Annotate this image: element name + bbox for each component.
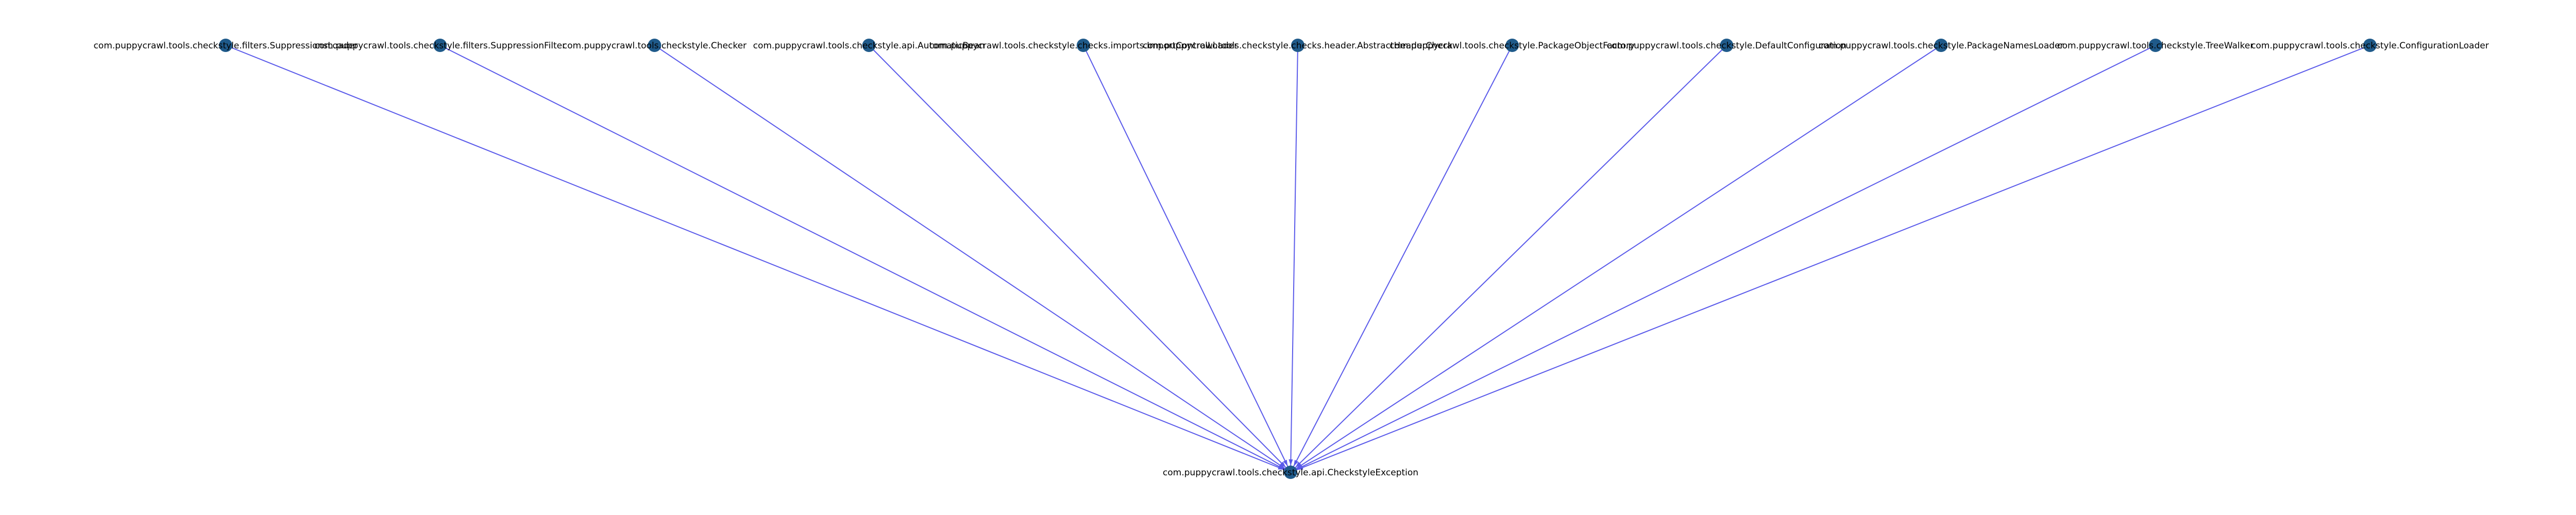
- source-node-n7[interactable]: [1505, 39, 1519, 52]
- edge-n11-to-n_target: [1290, 45, 2370, 473]
- source-node-label-n1: com.puppycrawl.tools.checkstyle.filters.…: [94, 41, 358, 51]
- edge-n9-to-n_target: [1290, 45, 1942, 473]
- source-node-label-n5: com.puppycrawl.tools.checkstyle.checks.i…: [929, 41, 1238, 51]
- source-node-n11[interactable]: [2363, 39, 2377, 52]
- source-node-label-n6: com.puppycrawl.tools.checkstyle.checks.h…: [1143, 41, 1453, 51]
- source-node-label-n9: com.puppycrawl.tools.checkstyle.PackageN…: [1819, 41, 2064, 51]
- node-group: [219, 39, 2377, 479]
- label-group: com.puppycrawl.tools.checkstyle.filters.…: [94, 41, 2489, 478]
- source-node-n3[interactable]: [648, 39, 662, 52]
- arrowhead-n8: [1295, 461, 1301, 468]
- source-node-label-n2: com.puppycrawl.tools.checkstyle.filters.…: [314, 41, 566, 51]
- target-node-label-n_target: com.puppycrawl.tools.checkstyle.api.Chec…: [1163, 468, 1418, 478]
- source-node-label-n8: com.puppycrawl.tools.checkstyle.DefaultC…: [1607, 41, 1847, 51]
- arrowhead-n6: [1289, 459, 1293, 466]
- target-node-n_target[interactable]: [1284, 466, 1297, 479]
- source-node-label-n4: com.puppycrawl.tools.checkstyle.api.Auto…: [753, 41, 985, 51]
- arrowhead-n5: [1283, 459, 1288, 467]
- source-node-label-n11: com.puppycrawl.tools.checkstyle.Configur…: [2251, 41, 2489, 51]
- edge-n7-to-n_target: [1290, 45, 1513, 473]
- source-node-label-n10: com.puppycrawl.tools.checkstyle.TreeWalk…: [2057, 41, 2253, 51]
- source-node-n9[interactable]: [1934, 39, 1948, 52]
- edge-n5-to-n_target: [1082, 45, 1291, 473]
- source-node-n10[interactable]: [2148, 39, 2162, 52]
- source-node-n1[interactable]: [219, 39, 232, 52]
- source-node-n8[interactable]: [1720, 39, 1734, 52]
- edge-group: [225, 45, 2370, 473]
- source-node-n2[interactable]: [433, 39, 447, 52]
- edge-n3-to-n_target: [654, 45, 1291, 473]
- source-node-n4[interactable]: [862, 39, 876, 52]
- edge-n6-to-n_target: [1290, 45, 1298, 473]
- edge-n10-to-n_target: [1290, 45, 2156, 473]
- edge-n8-to-n_target: [1290, 45, 1727, 473]
- source-node-label-n3: com.puppycrawl.tools.checkstyle.Checker: [563, 41, 747, 51]
- edge-n2-to-n_target: [439, 45, 1291, 473]
- source-node-n5[interactable]: [1076, 39, 1090, 52]
- edge-n4-to-n_target: [868, 45, 1291, 473]
- source-node-n6[interactable]: [1291, 39, 1304, 52]
- arrowhead-n11: [1297, 466, 1303, 470]
- arrowhead-n4: [1280, 461, 1286, 468]
- arrowhead-n7: [1293, 459, 1299, 467]
- source-node-label-n7: com.puppycrawl.tools.checkstyle.PackageO…: [1389, 41, 1635, 51]
- edge-n1-to-n_target: [225, 45, 1291, 473]
